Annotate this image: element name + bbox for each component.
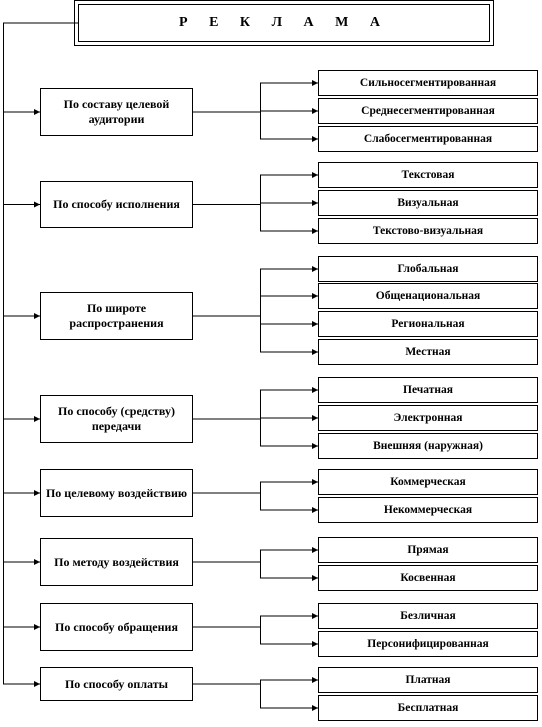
category-target-audience: По составу целевой аудитории (40, 88, 193, 136)
arrowhead (34, 313, 40, 319)
arrowhead (312, 443, 318, 449)
subtype-item: Визуальная (318, 190, 538, 216)
subtype-item: Бесплатная (318, 695, 538, 721)
arrowhead (312, 108, 318, 114)
arrowhead (312, 172, 318, 178)
subtype-item: Безличная (318, 603, 538, 629)
category-execution-method: По способу исполнения (40, 181, 193, 228)
arrowhead (34, 624, 40, 630)
arrowhead (312, 321, 318, 327)
arrowhead (312, 266, 318, 272)
arrowhead (312, 415, 318, 421)
arrowhead (34, 681, 40, 687)
category-impact-method: По методу воздействия (40, 538, 193, 586)
subtype-item: Электронная (318, 405, 538, 431)
subtype-item: Внешняя (наружная) (318, 433, 538, 459)
arrowhead (312, 677, 318, 683)
subtype-item: Косвенная (318, 565, 538, 591)
arrowhead (312, 349, 318, 355)
arrowhead (312, 200, 318, 206)
subtype-item: Среднесегментированная (318, 98, 538, 124)
subtype-item: Прямая (318, 537, 538, 563)
arrowhead (312, 641, 318, 647)
arrowhead (312, 613, 318, 619)
subtype-item: Глобальная (318, 256, 538, 282)
subtype-item: Слабосегментированная (318, 126, 538, 152)
arrowhead (312, 575, 318, 581)
arrowhead (312, 387, 318, 393)
category-address-method: По способу обращения (40, 603, 193, 651)
arrowhead (312, 293, 318, 299)
arrowhead (312, 136, 318, 142)
arrowhead (34, 416, 40, 422)
subtype-item: Местная (318, 339, 538, 365)
subtype-item: Персонифицированная (318, 631, 538, 657)
subtype-item: Региональная (318, 311, 538, 337)
arrowhead (34, 201, 40, 208)
arrowhead (312, 228, 318, 234)
arrowhead (312, 479, 318, 485)
subtype-item: Общенациональная (318, 283, 538, 309)
arrowhead (34, 490, 40, 496)
arrowhead (312, 507, 318, 513)
arrowhead (34, 559, 40, 565)
subtype-item: Сильносегментированная (318, 70, 538, 96)
arrowhead (312, 547, 318, 553)
subtype-item: Платная (318, 667, 538, 693)
subtype-item: Коммерческая (318, 469, 538, 495)
arrowhead (312, 80, 318, 86)
arrowhead (312, 705, 318, 711)
category-target-impact: По целевому воздействию (40, 469, 193, 517)
category-payment-method: По способу оплаты (40, 667, 193, 701)
category-transmission-medium: По способу (средству) передачи (40, 395, 193, 443)
subtype-item: Некоммерческая (318, 497, 538, 523)
root-title: Р Е К Л А М А (74, 0, 494, 46)
category-distribution-scope: По широте распространения (40, 292, 193, 340)
subtype-item: Текстово-визуальная (318, 218, 538, 244)
subtype-item: Текстовая (318, 162, 538, 188)
root-node-advertising: Р Е К Л А М А (74, 0, 494, 46)
arrowhead (34, 109, 40, 115)
subtype-item: Печатная (318, 377, 538, 403)
